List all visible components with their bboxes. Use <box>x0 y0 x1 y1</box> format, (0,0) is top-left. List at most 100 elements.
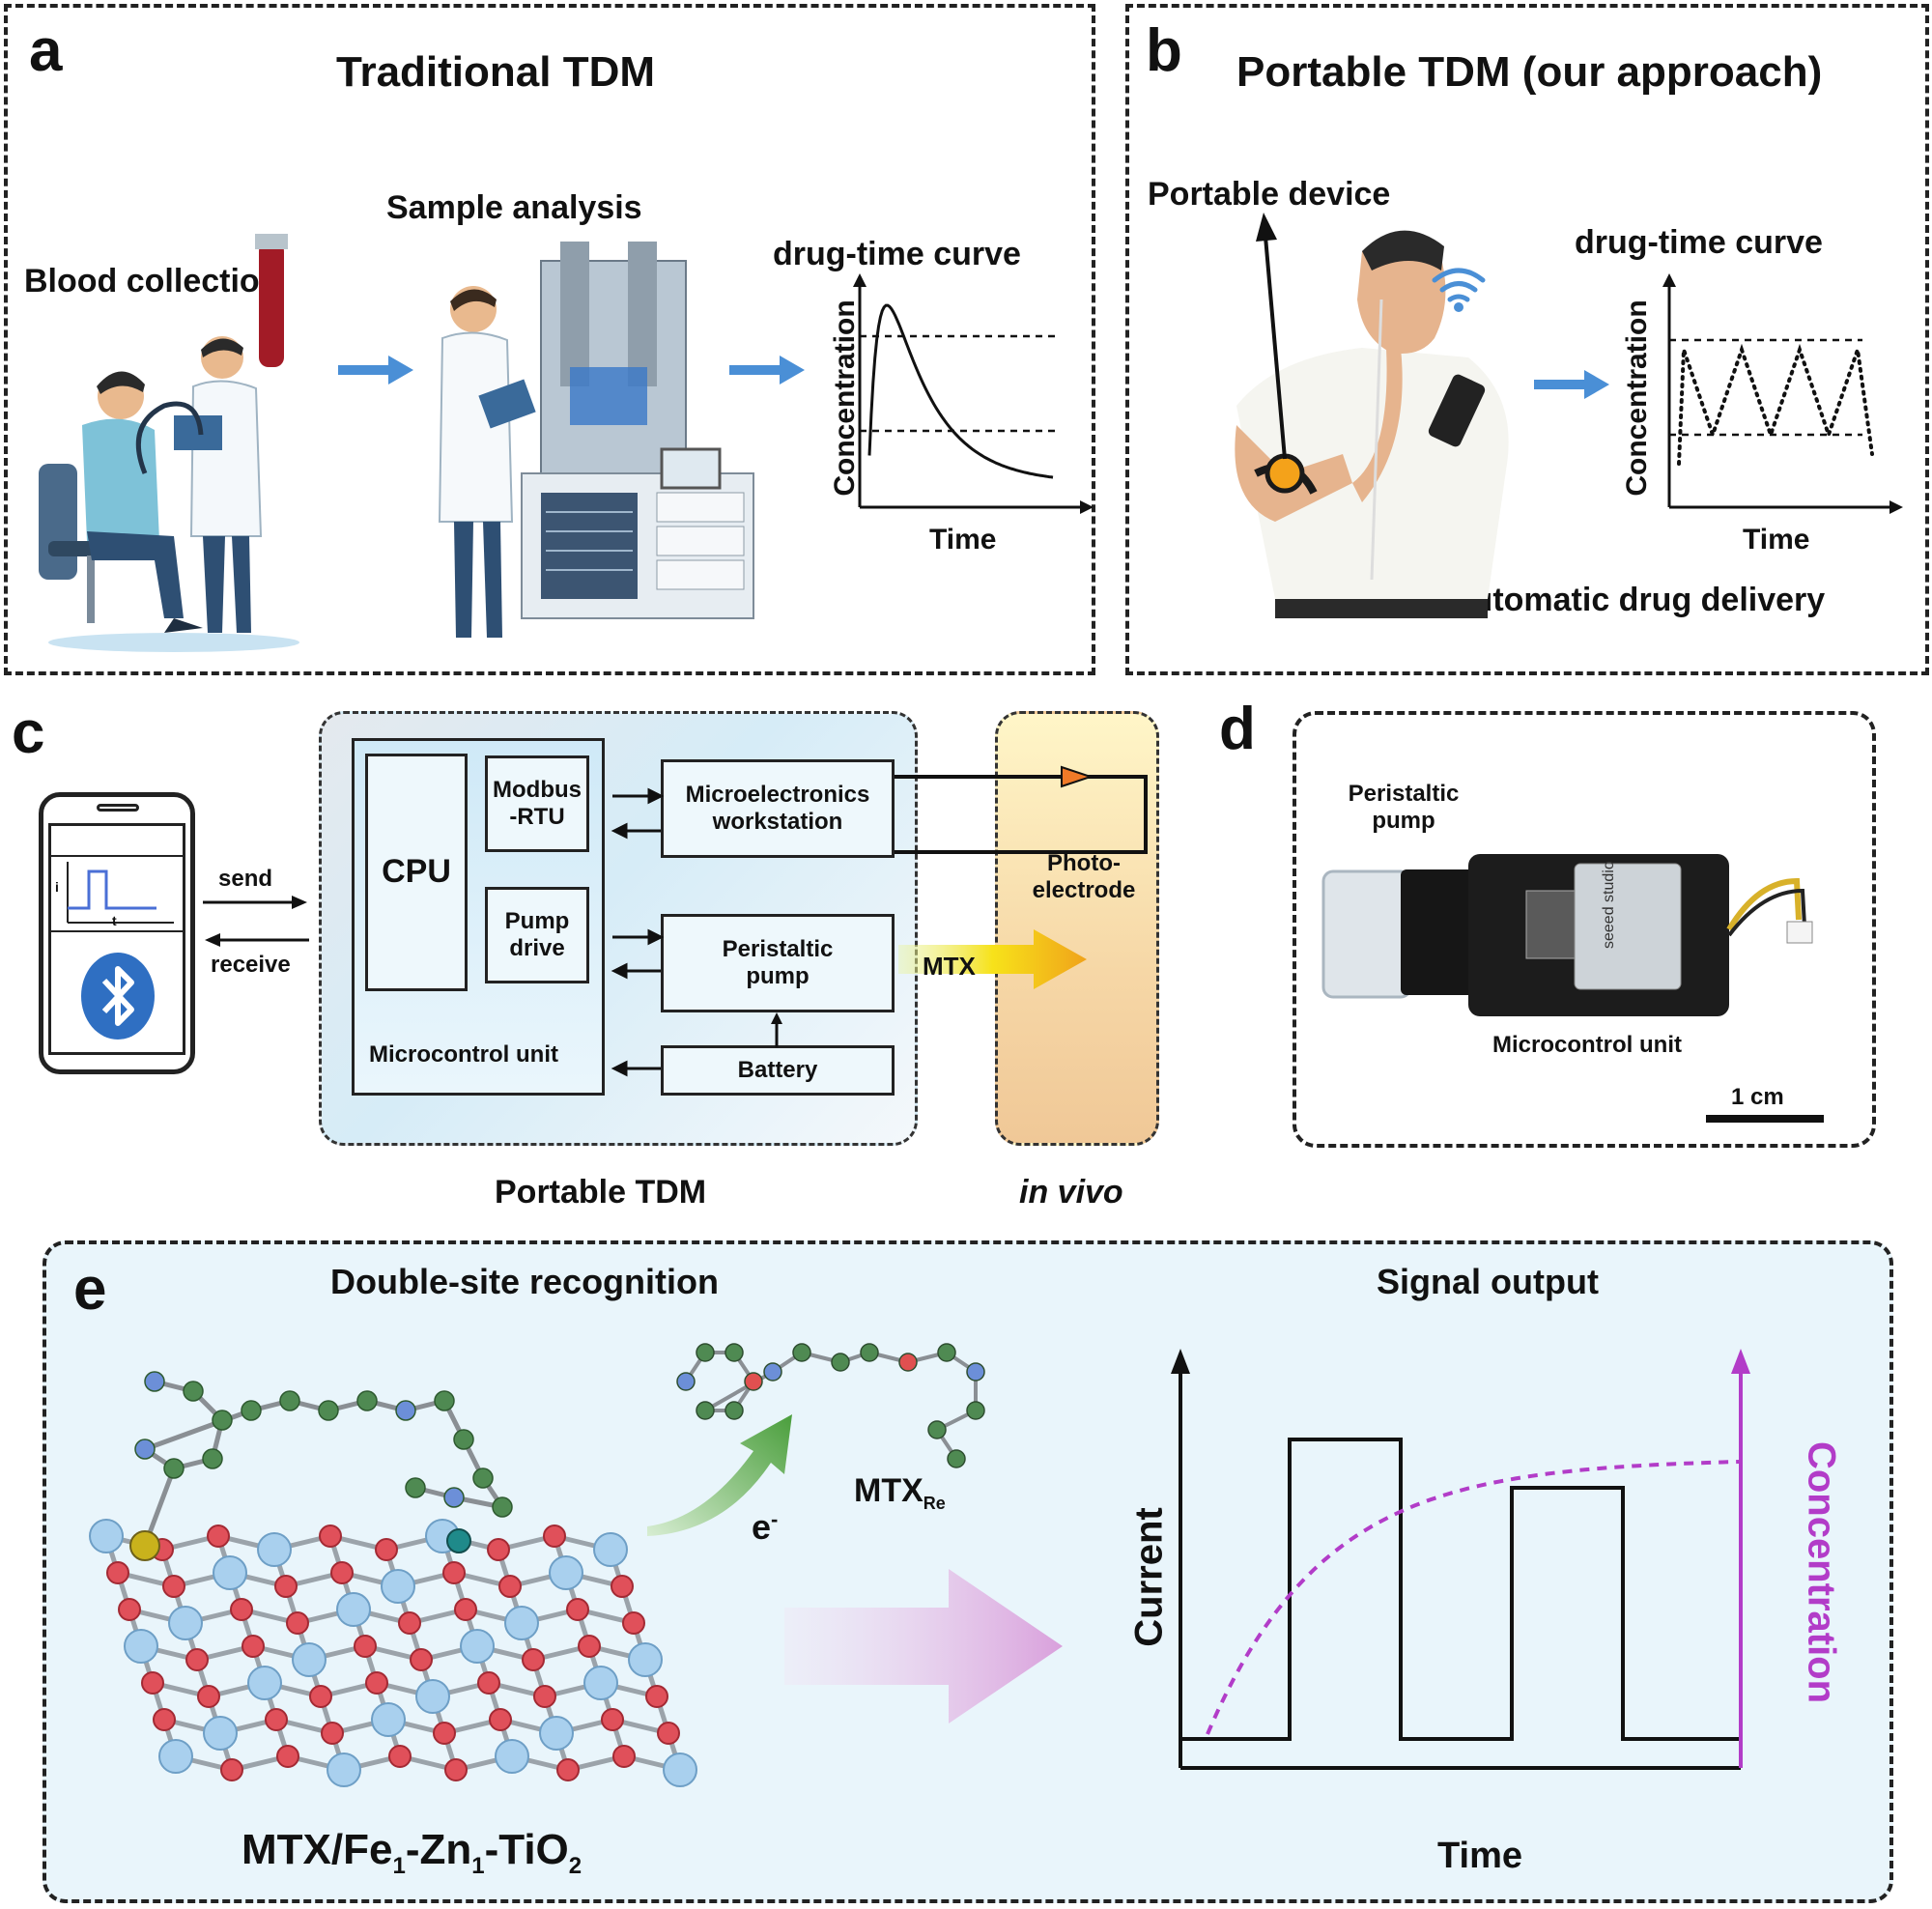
o-atom <box>106 1561 129 1584</box>
ti-atom <box>203 1716 238 1751</box>
panel-a-y-label: Concentration <box>829 299 861 497</box>
signal-y-arrowhead <box>1171 1349 1190 1374</box>
free-mtx-atom <box>937 1343 956 1362</box>
panel-b <box>1125 4 1929 675</box>
ti-atom <box>213 1555 247 1590</box>
ti-atom <box>247 1666 282 1700</box>
panel-a-curve-title: drug-time curve <box>773 236 1021 272</box>
free-mtx-atom <box>676 1372 696 1391</box>
panel-a-title: Traditional TDM <box>336 48 655 96</box>
zn-atom <box>446 1528 471 1553</box>
mtx-molecule <box>676 1343 985 1468</box>
mtx-re-sub: Re <box>923 1493 946 1513</box>
o-atom <box>354 1635 377 1658</box>
ti-atom <box>89 1519 124 1553</box>
release-arrow <box>647 1414 792 1536</box>
concentration-curve <box>1206 1460 1740 1735</box>
mtx-atom <box>183 1381 204 1402</box>
o-atom <box>141 1671 164 1695</box>
o-atom <box>487 1538 510 1561</box>
free-mtx-atom <box>947 1449 966 1468</box>
workstation-box: Microelectronics workstation <box>661 759 895 858</box>
ti-atom <box>583 1666 618 1700</box>
mtx-atom <box>453 1429 474 1450</box>
electron-sup: - <box>771 1507 779 1531</box>
electron-text: e <box>752 1507 772 1547</box>
send-arrow <box>203 896 307 909</box>
catalyst-lattice <box>89 1371 697 1787</box>
mtx-atom <box>492 1496 513 1518</box>
o-atom <box>309 1685 332 1708</box>
material-part-3: -TiO <box>484 1826 569 1873</box>
o-atom <box>601 1708 624 1731</box>
recognition-title: Double-site recognition <box>330 1262 720 1301</box>
o-atom <box>274 1575 298 1598</box>
mtx-atom <box>279 1390 300 1411</box>
mtx-re-label: MTXRe <box>854 1472 946 1514</box>
o-atom <box>286 1611 309 1635</box>
ti-atom <box>124 1629 158 1664</box>
receive-arrow <box>205 933 309 947</box>
in-vivo-label: in vivo <box>1019 1174 1123 1211</box>
material-part-1: MTX/Fe <box>242 1826 393 1873</box>
ti-atom <box>381 1569 415 1604</box>
o-atom <box>612 1745 636 1768</box>
o-atom <box>498 1575 522 1598</box>
portable-device-label: Portable device <box>1148 176 1391 213</box>
ti-atom <box>663 1752 697 1787</box>
free-mtx-atom <box>763 1362 782 1382</box>
signal-output-title: Signal output <box>1377 1262 1599 1301</box>
panel-a-x-label: Time <box>929 524 997 556</box>
o-atom <box>556 1758 580 1781</box>
mtx-bond <box>144 1408 252 1452</box>
panel-b-chart <box>1662 273 1903 514</box>
o-atom <box>489 1708 512 1731</box>
material-label: MTX/Fe1-Zn1-TiO2 <box>242 1826 582 1880</box>
ti-atom <box>504 1606 539 1640</box>
bluetooth-icon[interactable] <box>79 952 156 1040</box>
scale-bar-label: 1 cm <box>1731 1084 1784 1110</box>
free-mtx-atom <box>927 1420 947 1439</box>
mtx-atom <box>356 1390 378 1411</box>
panel-b-footer: Automatic drug delivery <box>1449 582 1826 618</box>
mcu-photo-label: Microcontrol unit <box>1492 1032 1682 1058</box>
sample-analysis-illustration <box>438 242 754 638</box>
o-atom <box>276 1745 299 1768</box>
o-atom <box>265 1708 288 1731</box>
fe-atom <box>129 1530 160 1561</box>
free-mtx-atom <box>696 1401 715 1420</box>
mtx-atom <box>144 1371 165 1392</box>
o-atom <box>242 1635 265 1658</box>
panel-b-title: Portable TDM (our approach) <box>1236 48 1823 96</box>
material-part-2: -Zn <box>405 1826 472 1873</box>
o-atom <box>543 1524 566 1548</box>
o-atom <box>162 1575 185 1598</box>
output-arrow <box>784 1569 1063 1724</box>
portable-device-illustration <box>1235 213 1509 618</box>
o-atom <box>533 1685 556 1708</box>
free-mtx-atom <box>724 1401 744 1420</box>
panel-a-letter: a <box>29 17 63 84</box>
o-atom <box>444 1758 468 1781</box>
device-photo: seeed studio <box>1321 854 1813 1016</box>
board-text: seeed studio <box>1601 861 1617 949</box>
mtx-atom <box>241 1400 262 1421</box>
panel-a-y-arrowhead <box>853 273 867 287</box>
photoelectrode-loop <box>895 765 1148 854</box>
blood-collection-illustration <box>39 234 299 652</box>
o-atom <box>321 1722 344 1745</box>
o-atom <box>442 1561 466 1584</box>
mtx-arrow <box>898 929 1087 989</box>
mtx-atom <box>434 1390 455 1411</box>
ti-atom <box>336 1592 371 1627</box>
panel-b-x-label: Time <box>1743 524 1810 556</box>
ti-atom <box>327 1752 361 1787</box>
ti-atom <box>495 1739 529 1774</box>
o-atom <box>398 1611 421 1635</box>
mtx-atom <box>443 1487 465 1508</box>
peristaltic-pump-box: Peristaltic pump <box>661 914 895 1012</box>
panel-a <box>4 4 1095 675</box>
ti-atom <box>628 1642 663 1677</box>
panel-e-letter: e <box>73 1256 107 1323</box>
ti-atom <box>371 1702 406 1737</box>
